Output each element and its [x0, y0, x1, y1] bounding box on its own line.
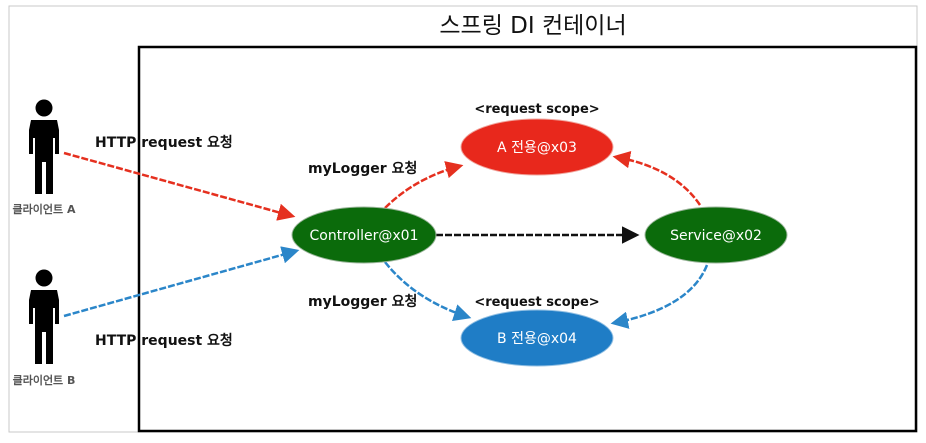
- scope-b-label: B 전용@x04: [497, 331, 577, 347]
- container-box: [137, 45, 918, 433]
- scope-a-label: A 전용@x03: [497, 140, 577, 156]
- client-b-label: 클라이언트 B: [13, 373, 76, 387]
- scope-a-tag: <request scope>: [474, 102, 599, 117]
- controller-node: Controller@x01: [291, 206, 437, 264]
- controller-to-b-arrow: [384, 261, 472, 322]
- service-to-a-arrow: [612, 150, 702, 206]
- client-b: 클라이언트 B: [13, 269, 76, 387]
- controller-label: Controller@x01: [310, 228, 419, 244]
- service-label: Service@x02: [670, 228, 762, 244]
- scope-b-ellipse: [460, 309, 614, 367]
- service-node: Service@x02: [644, 206, 788, 264]
- person-icon: [29, 269, 59, 364]
- http-request-a-arrow: [63, 151, 296, 221]
- person-icon: [29, 99, 59, 194]
- scope-b-node: B 전용@x04: [460, 309, 614, 367]
- service-ellipse: [644, 206, 788, 264]
- mylogger-b-label: myLogger 요청: [308, 294, 417, 310]
- scope-a-node: A 전용@x03: [460, 118, 614, 176]
- http-request-b-arrow: [63, 246, 300, 318]
- controller-ellipse: [291, 206, 437, 264]
- client-a-label: 클라이언트 A: [13, 202, 76, 216]
- outer-frame: [8, 5, 918, 433]
- scope-a-ellipse: [460, 118, 614, 176]
- mylogger-a-label: myLogger 요청: [308, 161, 417, 177]
- client-a: 클라이언트 A: [13, 99, 76, 216]
- http-request-a-label: HTTP request 요청: [95, 135, 233, 151]
- scope-b-tag: <request scope>: [474, 295, 599, 310]
- service-to-b-arrow: [610, 264, 709, 329]
- controller-to-a-arrow: [384, 161, 464, 209]
- container-title: 스프링 DI 컨테이너: [439, 13, 626, 39]
- http-request-b-label: HTTP request 요청: [95, 333, 233, 349]
